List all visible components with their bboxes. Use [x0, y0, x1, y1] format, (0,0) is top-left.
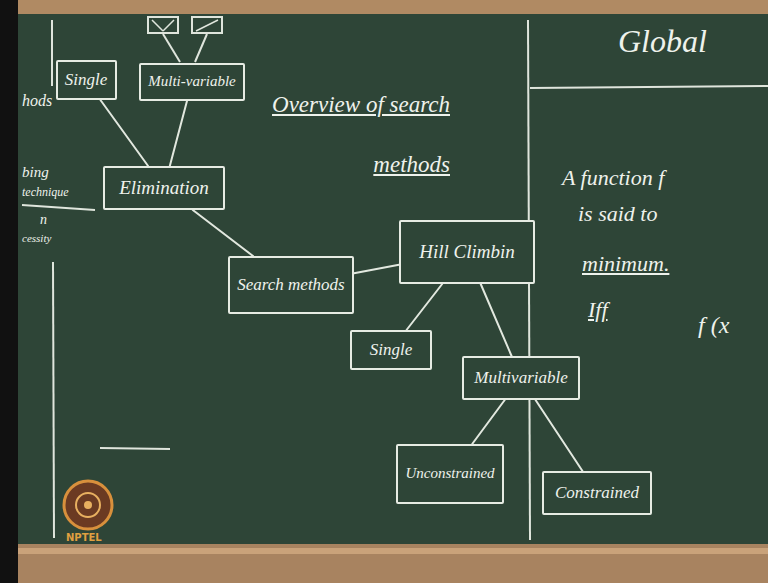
logo [64, 481, 112, 529]
board-note: A function f [562, 166, 664, 190]
board-note: cessity [22, 232, 51, 244]
logo [84, 501, 92, 509]
board-note: Iff [588, 298, 608, 322]
diagram-title: Overview of search methods [218, 75, 450, 195]
chalk-line [195, 34, 207, 62]
box-label: Multivariable [474, 368, 567, 388]
connector-line [481, 284, 512, 356]
board-note: NPTEL [66, 532, 102, 543]
chalk-mark [152, 20, 218, 31]
connector-line [354, 265, 399, 273]
board-note: technique [22, 186, 69, 199]
method-box: Unconstrained [396, 444, 504, 504]
connector-line [100, 100, 148, 166]
method-box: Single [56, 60, 117, 100]
board-divider [51, 20, 53, 86]
connector-line [193, 210, 253, 256]
box-label: Constrained [555, 483, 639, 503]
method-box: Multivariable [462, 356, 580, 400]
box-label: Single [370, 340, 413, 360]
box-label: Hill Climbin [419, 241, 515, 263]
chalk-line [530, 86, 768, 88]
board-note: hods [22, 92, 52, 110]
board-note: minimum. [582, 252, 669, 276]
connector-line [170, 101, 187, 166]
board-note: Global [618, 24, 707, 59]
connector-line [536, 400, 583, 471]
board-note: is said to [578, 202, 657, 226]
left-edge [0, 0, 18, 583]
chalk-line [22, 205, 95, 210]
box-label: Multi-variable [148, 73, 235, 90]
box-label: Single [65, 70, 108, 90]
method-box: Hill Climbin [399, 220, 535, 284]
box-label: Unconstrained [405, 465, 494, 482]
chalk-line [163, 34, 180, 62]
box-label: Elimination [119, 177, 209, 199]
method-box: Search methods [228, 256, 354, 314]
connector-line [407, 284, 443, 330]
connector-line [472, 400, 505, 444]
board-divider [53, 262, 54, 538]
board-note: bing [22, 164, 49, 181]
method-box: Constrained [542, 471, 652, 515]
board-note: n [40, 212, 47, 227]
chalk-line [100, 448, 170, 449]
board-note: f (x [698, 312, 729, 338]
method-box: Single [350, 330, 432, 370]
frame-bottom [0, 544, 768, 583]
method-box: Elimination [103, 166, 225, 210]
chalk-ledge [0, 548, 768, 554]
method-box: Multi-variable [139, 63, 245, 101]
frame-top [0, 0, 768, 14]
logo [76, 493, 100, 517]
box-label: Search methods [237, 275, 345, 295]
